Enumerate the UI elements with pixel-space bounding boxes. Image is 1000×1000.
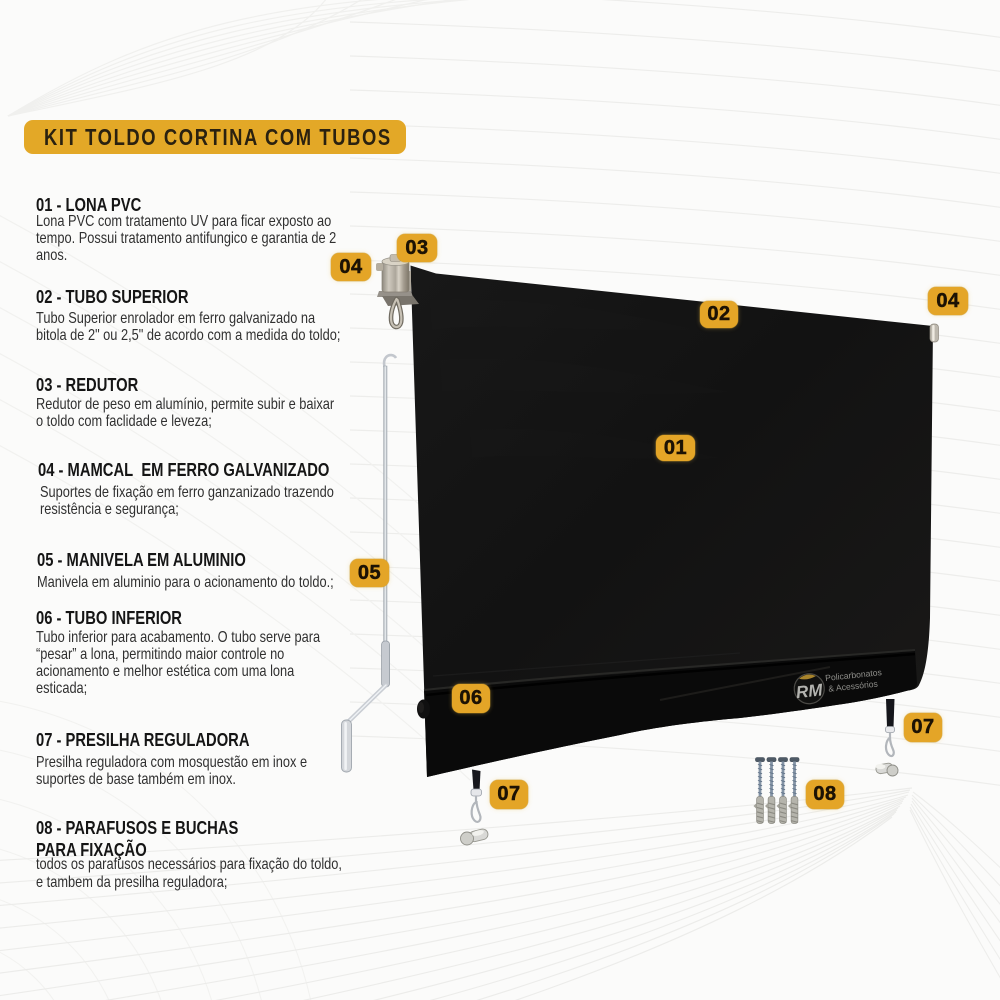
- svg-text:RM: RM: [795, 680, 824, 702]
